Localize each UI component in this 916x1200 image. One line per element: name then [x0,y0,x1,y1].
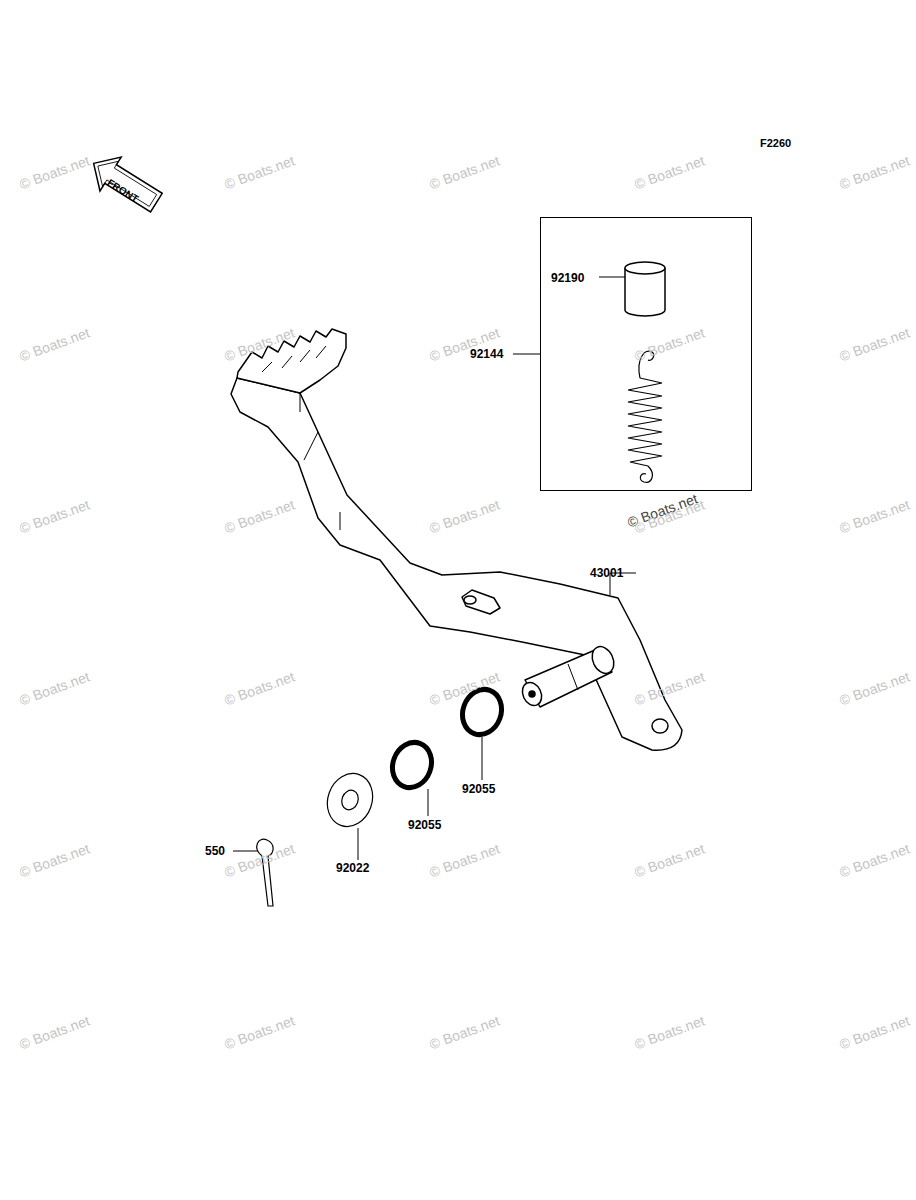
watermark: © Boats.net [428,841,502,879]
leader-line [233,277,636,860]
washer [320,684,508,833]
callout-number: 550 [205,845,225,857]
watermark: © Boats.net [18,497,92,535]
watermark: © Boats.net [428,153,502,191]
watermark: © Boats.net [223,669,297,707]
watermark: © Boats.net [428,497,502,535]
callout-number: 92055 [462,783,495,795]
callout-number: 92144 [470,348,503,360]
collar [625,262,665,316]
callout-number: 92055 [408,819,441,831]
watermark: © Boats.net [428,1013,502,1051]
callout-number: 92190 [551,272,584,284]
watermark: © Boats.net [18,153,92,191]
watermark: © Boats.net [18,1013,92,1051]
callout-number: 92022 [336,862,369,874]
watermark: © Boats.net [18,841,92,879]
watermark: © Boats.net [223,153,297,191]
watermark: © Boats.net [633,841,707,879]
brake-pedal [231,329,682,750]
callout-number: 43001 [590,567,623,579]
watermark: © Boats.net [223,497,297,535]
spring [628,351,662,482]
watermark: © Boats.net [18,325,92,363]
watermark: © Boats.net [633,1013,707,1051]
watermark: © Boats.net [838,497,912,535]
watermark: © Boats.net [838,325,912,363]
watermark: © Boats.net [838,841,912,879]
watermark: © Boats.net [223,1013,297,1051]
watermark: © Boats.net [633,153,707,191]
figure-code: F2260 [760,138,791,149]
watermark: © Boats.net [838,1013,912,1051]
watermark: © Boats.net [18,669,92,707]
watermark: © Boats.net [633,325,707,363]
watermark: © Boats.net [838,669,912,707]
watermark: © Boats.net [838,153,912,191]
front-arrow [83,146,167,219]
